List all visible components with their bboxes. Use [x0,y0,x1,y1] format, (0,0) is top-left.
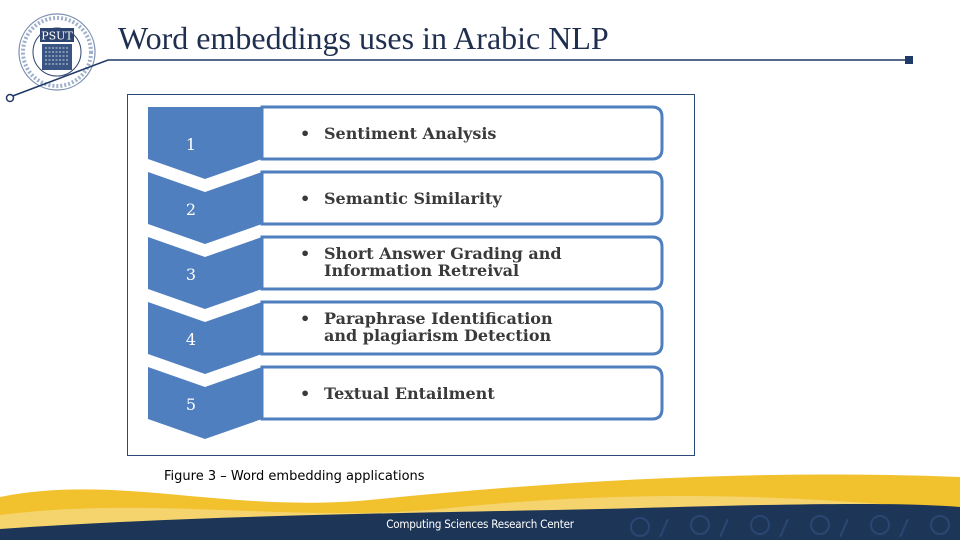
bullet-icon: • [300,244,311,263]
step-number: 2 [185,200,197,219]
step-chevron [148,237,262,309]
step-box [260,300,664,356]
step-number: 3 [185,265,197,284]
figure-caption: Figure 3 – Word embedding applications [164,469,425,484]
step-box [260,105,664,161]
step-number: 1 [185,135,197,154]
step-chevron [148,107,262,179]
step-box [260,170,664,226]
logo-text: PSUT [41,30,73,43]
step-label: •Textual Entailment [300,384,495,403]
step-chevron [148,302,262,374]
step-box [260,365,664,421]
figure-frame: 1 •Sentiment Analysis 2 •Semantic Similarit… [127,94,695,456]
slide-title: Word embeddings uses in Arabic NLP [118,20,609,56]
bullet-icon: • [300,384,311,403]
step-label: •Sentiment Analysis [300,124,497,143]
step-number: 5 [185,395,197,414]
footer-banner [0,474,960,540]
chevron-list-diagram [148,105,664,439]
bullet-icon: • [300,189,311,208]
step-label: •Semantic Similarity [300,189,502,208]
bullet-icon: • [300,124,311,143]
university-seal-logo: PSUT [18,13,96,91]
step-chevron [148,172,262,244]
bullet-icon: • [300,309,311,328]
step-box [260,235,664,291]
footer-label: Computing Sciences Research Center [386,517,574,531]
step-number: 4 [185,330,197,349]
step-chevron [148,367,262,439]
